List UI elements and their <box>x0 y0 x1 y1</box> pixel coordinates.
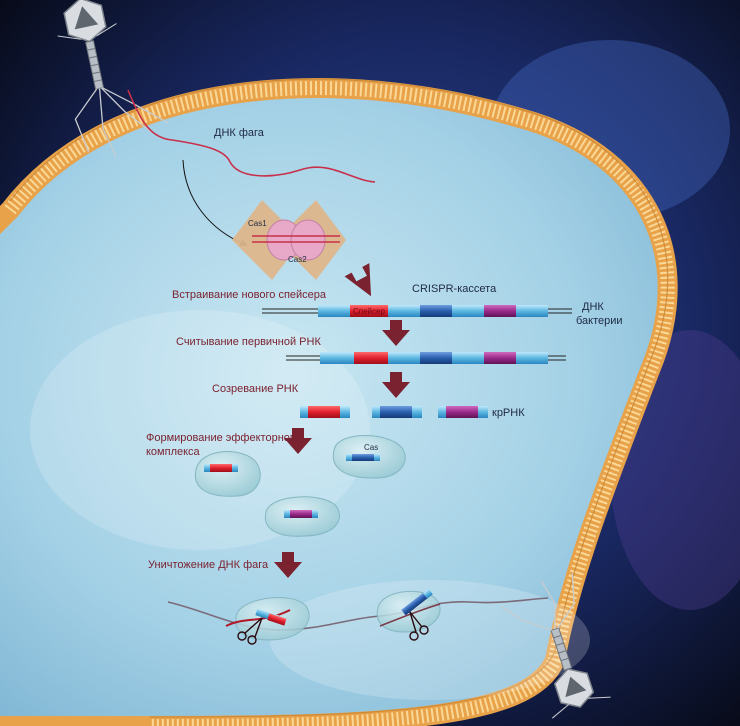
crispr-cassette-label: CRISPR-кассета <box>412 283 497 295</box>
down-arrow-icon <box>274 552 302 578</box>
step-complex-label-2: комплекса <box>146 446 201 458</box>
cas1-label: Cas1 <box>248 219 267 228</box>
phage-dna-label: ДНК фага <box>214 127 265 139</box>
crispr-cassette: Спейсер <box>262 305 572 317</box>
step-destruction-label: Уничтожение ДНК фага <box>148 559 269 571</box>
scissors-icon <box>237 617 263 645</box>
step-complex-label-1: Формирование эффекторного <box>146 432 300 444</box>
step-arrows <box>274 263 410 578</box>
bacteriophage-icon <box>57 0 169 157</box>
cas-label: Cas <box>364 443 378 452</box>
crrna-label: крРНК <box>492 407 525 419</box>
cytoplasm-glow <box>30 310 370 550</box>
effector-complex-purple <box>264 496 340 537</box>
phage-dna-strand <box>127 89 376 183</box>
destruction-complex-2 <box>376 588 441 641</box>
effector-complex-red <box>194 451 261 497</box>
down-arrow-icon <box>382 320 410 346</box>
cas2-label: Cas2 <box>288 255 307 264</box>
cas1-cas2-complex: Cas1 Cas2 <box>232 200 346 280</box>
primary-rna <box>286 352 566 364</box>
down-arrow-icon <box>344 263 372 297</box>
bacterial-dna-label-2: бактерии <box>576 315 623 327</box>
scissors-icon <box>409 611 429 641</box>
step-transcription-label: Считывание первичной РНК <box>176 336 321 348</box>
membrane-texture <box>4 81 675 726</box>
down-arrow-icon <box>284 428 312 454</box>
step-insertion-label: Встраивание нового спейсера <box>172 289 327 301</box>
bacterial-dna-label-1: ДНК <box>582 301 604 313</box>
spacer-label: Спейсер <box>353 307 385 316</box>
crrna-row <box>300 406 488 418</box>
step-maturation-label: Созревание РНК <box>212 383 299 395</box>
bacteriophage-icon <box>500 572 611 719</box>
effector-complex-blue: Cas <box>332 435 406 479</box>
down-arrow-icon <box>382 372 410 398</box>
destruction-complex-1 <box>225 597 310 645</box>
